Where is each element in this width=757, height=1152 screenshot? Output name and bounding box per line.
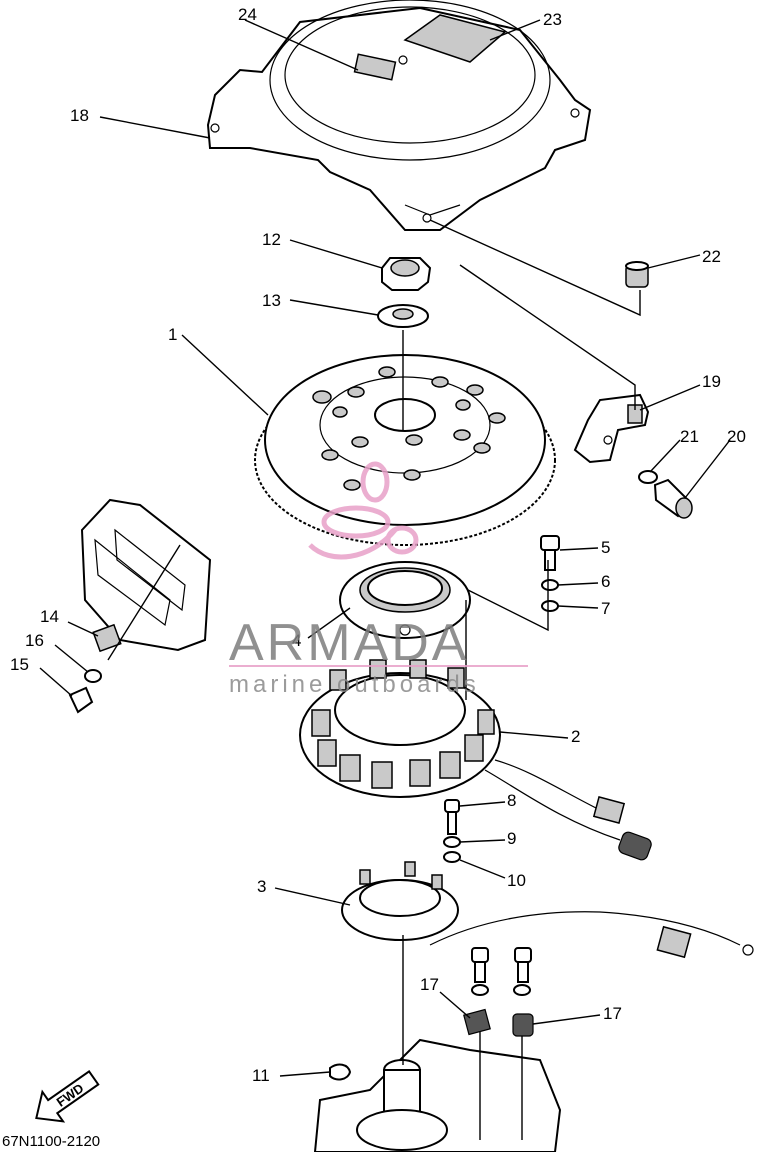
callout-10: 10 [507, 871, 526, 890]
callout-6: 6 [601, 572, 610, 591]
stator [299, 659, 652, 861]
callout-2: 2 [571, 727, 580, 746]
callout-11: 11 [252, 1066, 270, 1085]
flywheel [254, 354, 556, 546]
callout-19: 19 [702, 372, 721, 391]
callout-1: 1 [168, 325, 177, 344]
bracket-assembly [573, 393, 693, 519]
callout-20: 20 [727, 427, 746, 446]
fwd-arrow: FWD [35, 1069, 100, 1123]
callout-5: 5 [601, 538, 610, 557]
watermark-tagline: marine outboards [229, 671, 480, 698]
callout-13: 13 [262, 291, 281, 310]
callout-9: 9 [507, 829, 516, 848]
drawing-code: 67N1100-2120 [2, 1133, 100, 1150]
callout-17b: 17 [603, 1004, 622, 1023]
leader-lines [39, 19, 731, 1140]
callout-8: 8 [507, 791, 516, 810]
callout-labels: 24 23 18 12 13 22 1 19 21 20 5 6 7 4 14 … [10, 5, 746, 1085]
armada-watermark: ARMADA marine outboards [229, 461, 528, 698]
stator-ring [339, 561, 471, 639]
clamp-group [463, 947, 534, 1037]
callout-14: 14 [40, 607, 59, 626]
callout-23: 23 [543, 10, 562, 29]
gasket-plate [68, 498, 212, 714]
callout-7: 7 [601, 599, 610, 618]
bolt-group-upper [540, 535, 560, 612]
bolt-group-lower [443, 799, 461, 863]
callout-16: 16 [25, 631, 44, 650]
callout-17a: 17 [420, 975, 439, 994]
flywheel-washer [377, 304, 429, 328]
callout-24: 24 [238, 5, 257, 24]
crankcase-base [313, 1038, 562, 1152]
grommet [625, 261, 649, 288]
flywheel-nut [381, 257, 432, 291]
callout-12: 12 [262, 230, 281, 249]
callout-15: 15 [10, 655, 29, 674]
callout-22: 22 [702, 247, 721, 266]
callout-18: 18 [70, 106, 89, 125]
callout-4: 4 [292, 631, 301, 650]
armada-logo-mark [308, 461, 419, 560]
pulser-coil [341, 861, 754, 959]
watermark-name: ARMADA [229, 614, 469, 672]
callout-21: 21 [680, 427, 699, 446]
flywheel-cover [206, 0, 592, 231]
callout-3: 3 [257, 877, 266, 896]
